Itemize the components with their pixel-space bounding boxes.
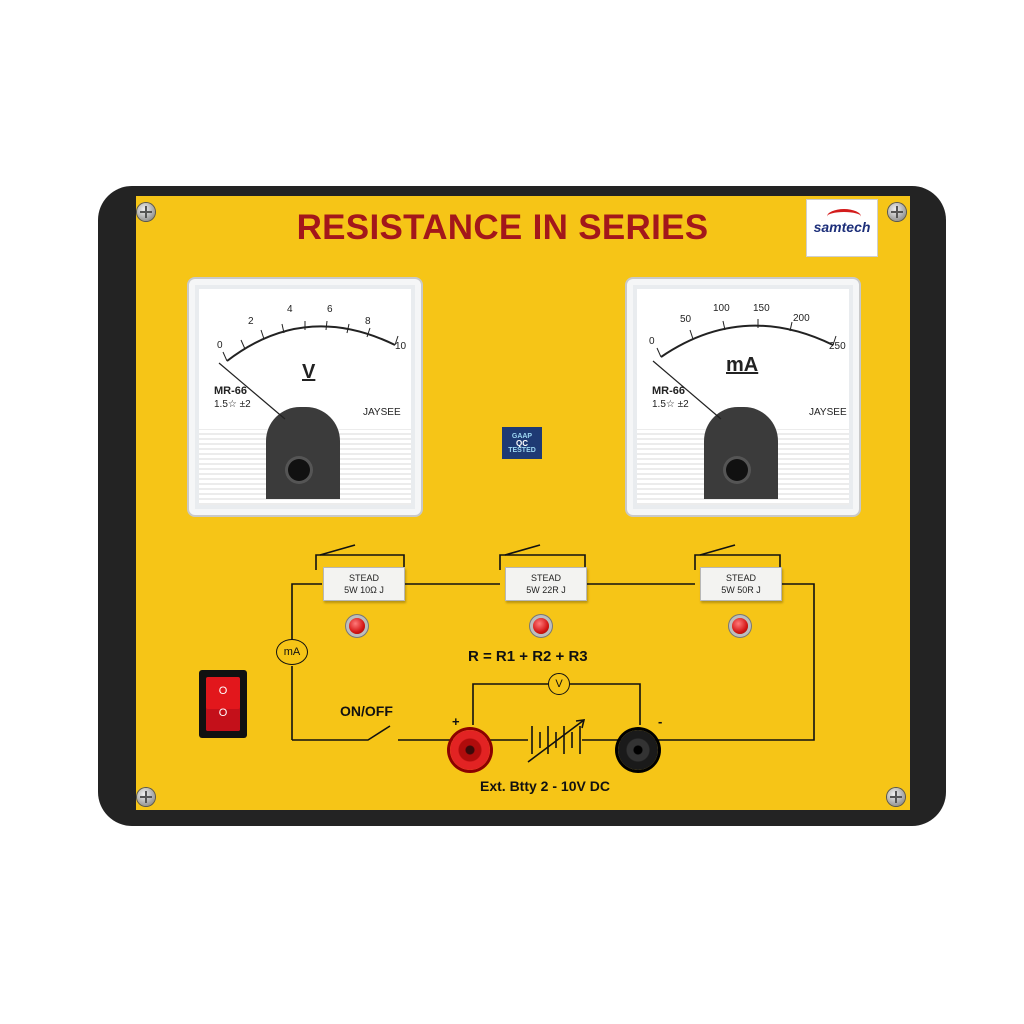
ammeter-symbol: mA [276,639,308,665]
qc-line-3: TESTED [508,447,536,454]
switch-top-mark: O [218,685,228,697]
qc-line-2: QC [516,439,528,448]
voltmeter-maker: JAYSEE [363,407,401,418]
meter-hub [266,407,340,499]
board-title: RESISTANCE IN SERIES [296,208,709,247]
resistor-brand: STEAD [348,573,379,583]
bypass-button-r2[interactable] [533,618,549,634]
milliammeter: 0 50 100 150 200 250 mA MR-66 1.5☆ ±2 JA… [625,277,861,517]
power-switch-rocker[interactable]: O O [206,677,240,731]
meter-face [199,289,411,429]
voltmeter-symbol: V [548,673,570,695]
resistor-rating: 5W 22R J [526,585,566,595]
bypass-button-r3[interactable] [732,618,748,634]
voltmeter-scale: 0 2 4 6 8 10 [217,304,407,420]
resistor-r3: STEAD 5W 50R J [700,567,782,601]
switch-bottom-mark: O [218,707,228,719]
screw-icon [888,203,906,221]
switch-label: ON/OFF [340,703,393,719]
meter-hub [704,407,778,499]
screw-icon [137,203,155,221]
resistor-brand: STEAD [725,573,756,583]
voltmeter: 0 2 4 6 8 10 V MR-66 1.5☆ ±2 JAYSEE [187,277,423,517]
a-scale-250: 250 [829,341,846,352]
series-formula: R = R1 + R2 + R3 [468,648,588,665]
brand-logo: samtech [806,199,878,257]
ammeter-class: 1.5☆ ±2 [652,399,689,410]
voltmeter-model: MR-66 [214,385,248,397]
positive-mark: + [452,714,460,729]
ammeter-model: MR-66 [652,385,686,397]
screw-icon [137,788,155,806]
positive-terminal[interactable] [450,730,490,770]
a-scale-150: 150 [753,303,770,314]
a-scale-0: 0 [649,336,655,347]
zero-adjust-screw[interactable] [726,459,748,481]
ammeter-unit: mA [726,354,759,376]
resistor-brand: STEAD [530,573,561,583]
v-scale-4: 4 [287,304,293,315]
v-scale-8: 8 [365,316,371,327]
ammeter-scale: 0 50 100 150 200 250 [649,303,846,420]
v-scale-10: 10 [395,341,407,352]
ammeter-maker: JAYSEE [809,407,847,418]
resistor-rating: 5W 50R J [721,585,761,595]
zero-adjust-screw[interactable] [288,459,310,481]
resistor-rating: 5W 10Ω J [344,585,384,595]
screw-icon [887,788,905,806]
negative-terminal[interactable] [618,730,658,770]
voltmeter-unit: V [302,361,316,383]
a-scale-50: 50 [680,314,692,325]
resistor-r1: STEAD 5W 10Ω J [323,567,405,601]
a-scale-100: 100 [713,303,730,314]
power-switch[interactable]: O O [199,670,247,738]
battery-label: Ext. Btty 2 - 10V DC [480,778,610,794]
resistor-r2: STEAD 5W 22R J [505,567,587,601]
qc-tested-sticker: GAAP QC TESTED [502,427,542,459]
bypass-button-r1[interactable] [349,618,365,634]
v-scale-2: 2 [248,316,254,327]
qc-line-1: GAAP [511,433,533,440]
logo-text: samtech [813,219,871,235]
logo-swoosh-icon [827,209,861,224]
v-scale-6: 6 [327,304,333,315]
v-scale-0: 0 [217,340,223,351]
meter-face [637,289,849,429]
voltmeter-class: 1.5☆ ±2 [214,399,251,410]
negative-mark: - [658,714,663,729]
a-scale-200: 200 [793,313,810,324]
